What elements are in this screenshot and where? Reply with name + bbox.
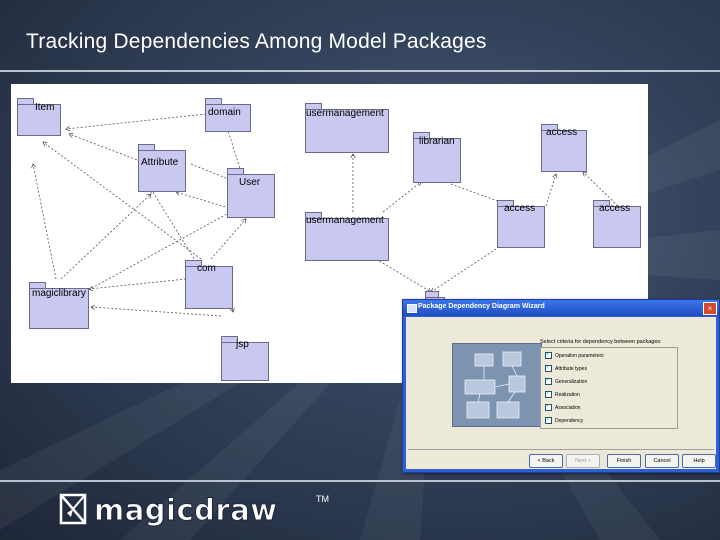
package-label: access — [599, 203, 630, 214]
package-label: usermanagement — [306, 215, 384, 226]
criterion-attribute-types[interactable]: Attribute types — [545, 365, 587, 375]
footer-divider — [0, 480, 720, 482]
checkbox-checked[interactable] — [545, 404, 552, 411]
package-label: magiclibrary — [32, 288, 86, 299]
criterion-generalization[interactable]: Generalization — [545, 378, 587, 388]
next-button[interactable]: Next > — [566, 454, 600, 468]
package-access-right[interactable]: access — [593, 200, 641, 248]
package-access-top[interactable]: access — [541, 124, 587, 172]
criterion-label: Dependency — [555, 418, 583, 424]
criterion-realization[interactable]: Realization — [545, 391, 580, 401]
package-dependency-wizard-window: Package Dependency Diagram Wizard × — [402, 299, 720, 473]
criterion-label: Attribute types — [555, 366, 587, 372]
package-librarian[interactable]: librarian — [413, 132, 461, 183]
button-separator — [408, 449, 714, 450]
package-usermanagement-top[interactable]: usermanagement — [305, 103, 389, 153]
package-label: com — [197, 263, 216, 274]
criterion-dependency[interactable]: Dependency — [545, 417, 583, 427]
package-label: access — [546, 127, 577, 138]
window-icon — [407, 304, 417, 313]
package-item[interactable]: Item — [17, 98, 61, 136]
criteria-list: Operation parameters Attribute types Gen… — [540, 347, 678, 429]
criterion-label: Realization — [555, 392, 580, 398]
criterion-label: Generalization — [555, 379, 587, 385]
magicdraw-logo-icon — [58, 492, 88, 526]
criterion-label: Operation parameters — [555, 353, 604, 359]
slide-title: Tracking Dependencies Among Model Packag… — [26, 30, 487, 54]
package-label: Item — [35, 102, 54, 113]
wizard-client-area: Select criteria for dependency between p… — [406, 317, 716, 469]
checkbox-checked[interactable] — [545, 391, 552, 398]
package-magiclibrary[interactable]: magiclibrary — [29, 282, 89, 329]
checkbox-checked[interactable] — [545, 378, 552, 385]
criterion-association[interactable]: Association — [545, 404, 581, 414]
package-access-mid[interactable]: access — [497, 200, 545, 248]
wizard-instruction: Select criteria for dependency between p… — [540, 339, 662, 345]
wizard-diagram-icon — [453, 344, 541, 426]
package-label: usermanagement — [306, 108, 384, 119]
package-label: domain — [208, 107, 241, 118]
help-button[interactable]: Help — [682, 454, 716, 468]
criterion-operation-parameters[interactable]: Operation parameters — [545, 352, 604, 362]
wizard-titlebar[interactable]: Package Dependency Diagram Wizard × — [403, 300, 719, 316]
package-user[interactable]: User — [227, 168, 275, 218]
back-button[interactable]: < Back — [529, 454, 563, 468]
package-label: access — [504, 203, 535, 214]
package-attribute[interactable]: Attribute — [138, 144, 186, 192]
package-usermanagement-mid[interactable]: usermanagement — [305, 212, 389, 261]
package-label: librarian — [419, 136, 455, 147]
package-label: Attribute — [141, 157, 178, 168]
trademark-symbol: TM — [316, 494, 329, 504]
cancel-button[interactable]: Cancel — [645, 454, 679, 468]
checkbox-checked[interactable] — [545, 417, 552, 424]
title-divider — [0, 70, 720, 72]
checkbox-checked[interactable] — [545, 352, 552, 359]
magicdraw-logo-wordmark: magicdraw — [94, 493, 278, 527]
package-label: User — [239, 177, 260, 188]
wizard-illustration — [452, 343, 542, 427]
package-jsp[interactable]: jsp — [221, 336, 269, 381]
package-label: jsp — [236, 339, 249, 350]
checkbox-checked[interactable] — [545, 365, 552, 372]
package-com[interactable]: com — [185, 260, 233, 309]
wizard-title: Package Dependency Diagram Wizard — [418, 303, 545, 310]
finish-button[interactable]: Finish — [607, 454, 641, 468]
criterion-label: Association — [555, 405, 581, 411]
close-icon[interactable]: × — [703, 302, 717, 315]
package-domain[interactable]: domain — [205, 98, 251, 132]
